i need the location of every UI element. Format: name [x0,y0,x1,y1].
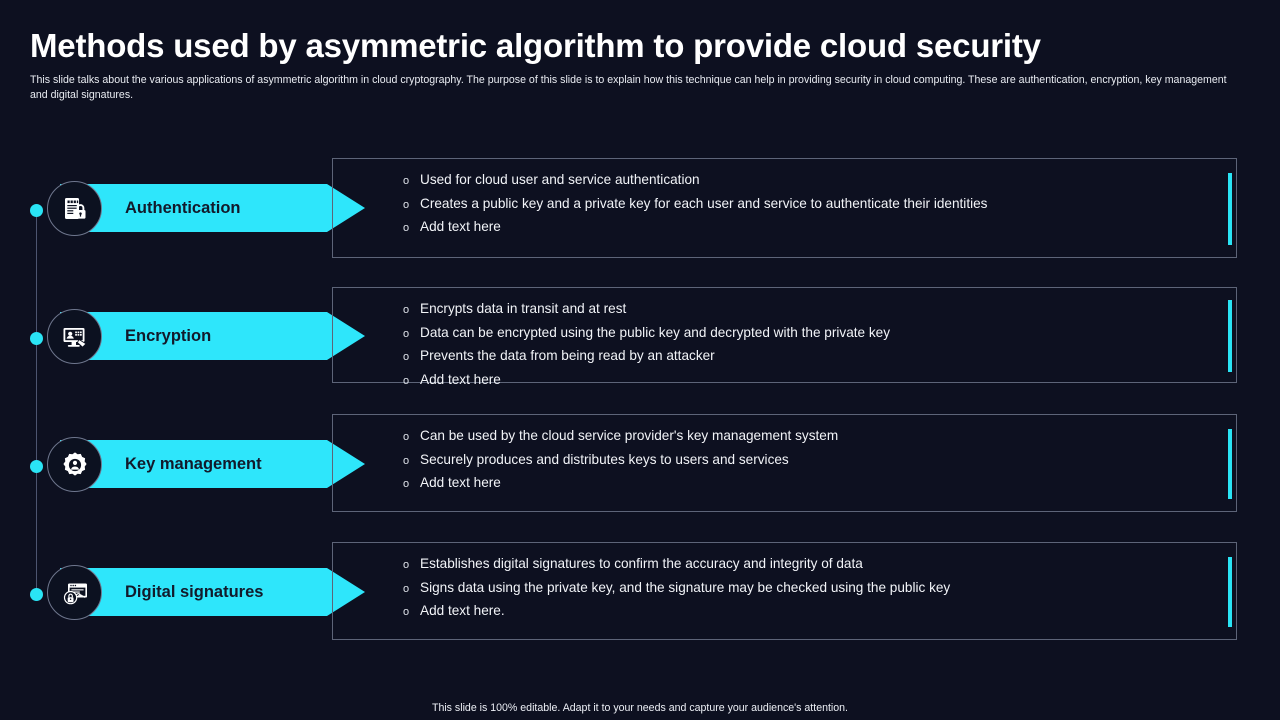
list-item-text: Prevents the data from being read by an … [420,348,715,363]
detail-box: o Can be used by the cloud service provid… [332,414,1237,512]
bullet-marker: o [403,582,410,595]
list-item-text: Encrypts data in transit and at rest [420,301,627,316]
list-item-text: Add text here [420,475,501,490]
list-item: o Add text here [403,371,1206,387]
bullet-marker: o [403,198,410,211]
bullet-marker: o [403,559,410,571]
timeline-dot [30,204,43,217]
accent-bar [1228,557,1232,627]
list-item-text: Add text here [420,371,501,387]
list-item-text: Used for cloud user and service authenti… [420,172,700,187]
certificate-signature-icon [47,565,102,620]
bullet-marker: o [403,478,410,490]
list-item-text: Signs data using the private key, and th… [420,579,951,595]
category-chevron-key-management[interactable]: Key management [60,440,365,488]
detail-box: o Used for cloud user and service authent… [332,158,1237,258]
list-item: o Prevents the data from being read by an… [403,349,1206,363]
timeline-spine [36,210,37,595]
chevron-label: Digital signatures [125,582,264,601]
gear-user-icon [47,437,102,492]
monitor-hand-icon [47,309,102,364]
list-item-text: Data can be encrypted using the public k… [420,324,891,340]
list-item: o Data can be encrypted using the public … [403,324,1206,340]
bullet-marker: o [403,374,410,387]
bullet-marker: o [403,351,410,363]
bullet-marker: o [403,175,410,187]
chevron-label: Encryption [125,326,212,345]
slide-subtitle: This slide talks about the various appli… [30,74,1227,102]
list-item: o Securely produces and distributes keys … [403,451,1206,467]
list-item: o Creates a public key and a private key … [403,195,1206,211]
list-item-text: Add text here. [420,603,505,618]
bullet-marker: o [403,431,410,443]
bullet-list: o Used for cloud user and service authent… [403,173,1206,244]
list-item: o Signs data using the private key, and t… [403,579,1206,595]
accent-bar [1228,429,1232,499]
list-item-text: Establishes digital signatures to confir… [420,556,863,571]
list-item-text: Securely produces and distributes keys t… [420,451,789,467]
accent-bar [1228,173,1232,245]
list-item: o Can be used by the cloud service provid… [403,429,1206,443]
bullet-marker: o [403,454,410,467]
timeline-dot [30,332,43,345]
list-item: o Establishes digital signatures to confi… [403,557,1206,571]
list-item: o Used for cloud user and service authent… [403,173,1206,187]
chevron-label: Key management [125,454,262,473]
page-title: Methods used by asymmetric algorithm to … [30,27,1041,64]
list-item: o Add text here [403,220,1206,234]
bullet-list: o Can be used by the cloud service provid… [403,429,1206,500]
category-chevron-digital-signatures[interactable]: Digital signatures [60,568,365,616]
bullet-marker: o [403,606,410,618]
slide-header: Methods used by asymmetric algorithm to … [30,27,1250,103]
list-item-text: Can be used by the cloud service provide… [420,428,839,443]
bullet-marker: o [403,222,410,234]
accent-bar [1228,300,1232,372]
chevron-label: Authentication [125,198,241,217]
timeline-dot [30,588,43,601]
bullet-list: o Establishes digital signatures to confi… [403,557,1206,628]
list-item: o Add text here. [403,604,1206,618]
bullet-marker: o [403,304,410,316]
document-lock-icon [47,181,102,236]
timeline-dot [30,460,43,473]
detail-box: o Establishes digital signatures to confi… [332,542,1237,640]
category-chevron-authentication[interactable]: Authentication [60,184,365,232]
list-item: o Add text here [403,476,1206,490]
content-row: Key management o Can be used by the cloud… [0,414,1280,516]
category-chevron-encryption[interactable]: Encryption [60,312,365,360]
list-item-text: Creates a public key and a private key f… [420,195,988,211]
slide-footer-note: This slide is 100% editable. Adapt it to… [431,702,849,714]
list-item-text: Add text here [420,219,501,234]
list-item: o Encrypts data in transit and at rest [403,302,1206,316]
bullet-marker: o [403,327,410,340]
